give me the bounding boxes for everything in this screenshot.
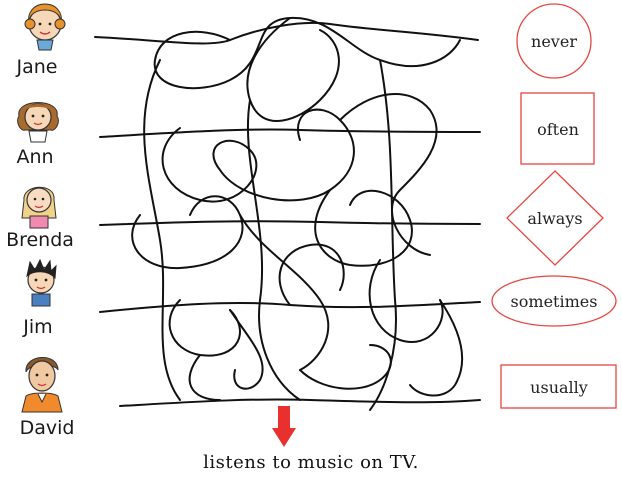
always-diamond-shape (506, 170, 604, 266)
brenda-face-icon (21, 186, 57, 229)
maze-line-jane (94, 21, 479, 45)
david-face-icon (21, 357, 63, 413)
person-name-jim: Jim (23, 316, 53, 338)
word-often: often (537, 119, 579, 139)
jim-face-icon (26, 258, 57, 307)
maze-line-ann (99, 128, 481, 138)
person-name-brenda: Brenda (6, 229, 74, 251)
word-never: never (531, 31, 577, 51)
word-sometimes: sometimes (510, 291, 598, 311)
person-name-jane: Jane (16, 56, 58, 78)
person-name-ann: Ann (16, 146, 54, 168)
word-always: always (527, 208, 583, 228)
never-circle-shape (516, 3, 592, 79)
often-square-shape (520, 92, 595, 165)
word-usually: usually (530, 377, 588, 397)
caption-sentence: listens to music on TV. (203, 452, 419, 473)
ann-face-icon (17, 102, 59, 143)
down-arrow-icon (272, 406, 296, 447)
person-name-david: David (19, 417, 75, 439)
sometimes-ellipse-shape (491, 275, 617, 327)
jane-face-icon (24, 3, 66, 51)
usually-rectangle-shape (500, 364, 617, 409)
maze-line-brenda (99, 220, 481, 226)
maze-line-david (119, 398, 481, 407)
